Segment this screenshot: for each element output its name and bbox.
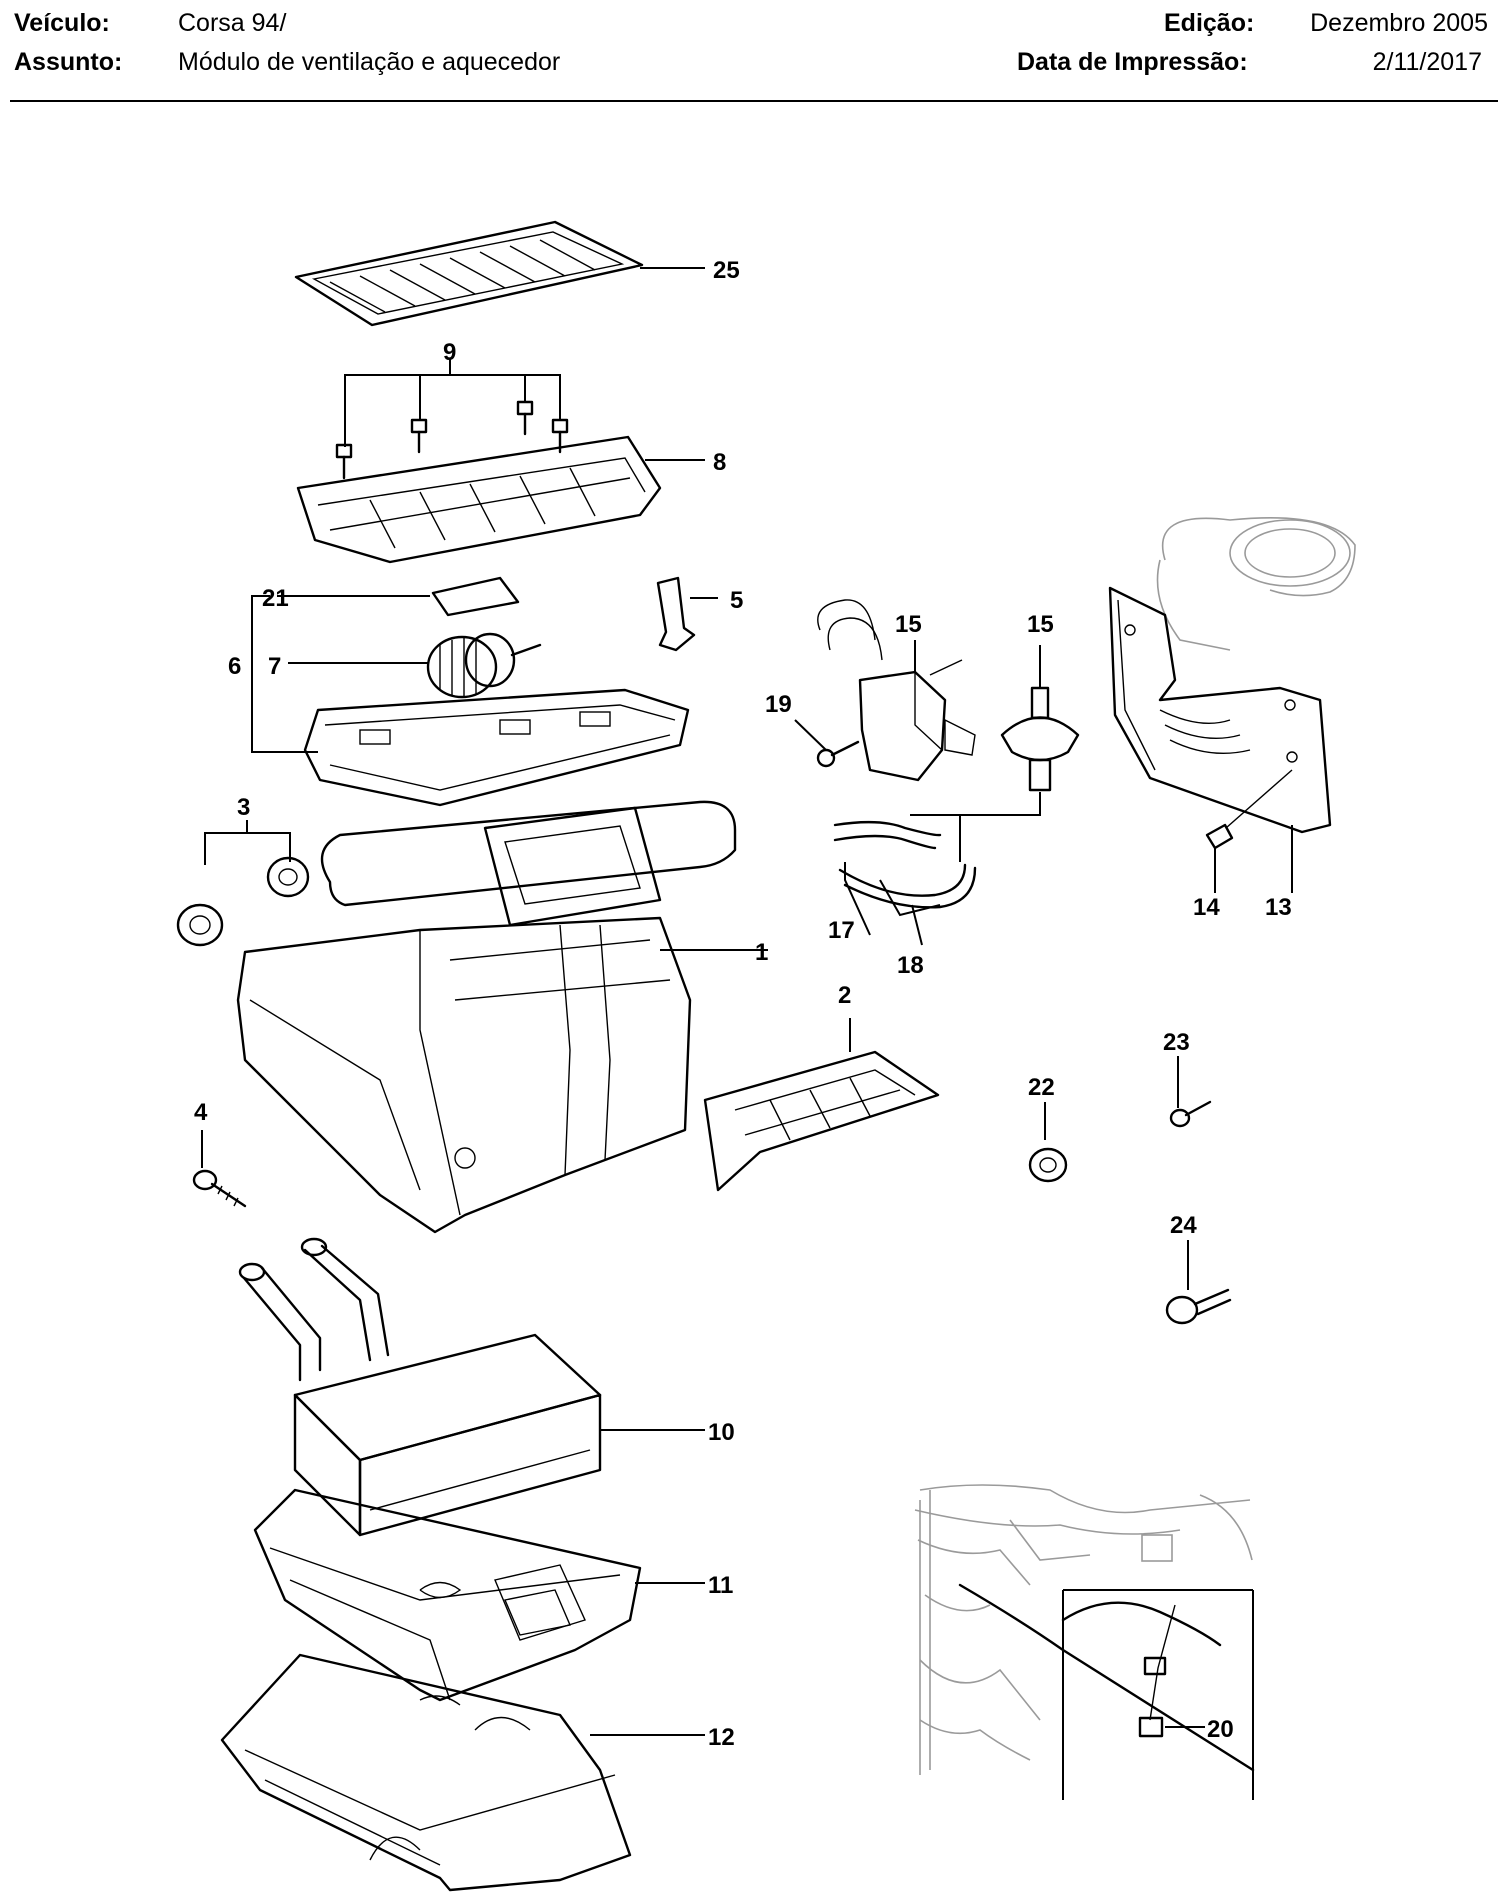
part-9-screws — [335, 358, 569, 480]
part-2-vent-grille — [703, 1018, 940, 1192]
callout-17: 17 — [828, 917, 855, 944]
print-date-label: Data de Impressão: — [1017, 48, 1248, 76]
callout-2: 2 — [838, 982, 851, 1009]
callout-1: 1 — [755, 939, 768, 966]
callout-15-actuator: 15 — [895, 611, 922, 638]
callout-15-sensor: 15 — [1027, 611, 1054, 638]
callout-24: 24 — [1170, 1212, 1197, 1239]
part-1-main-housing — [236, 800, 768, 1234]
part-6-blower-housing — [303, 688, 690, 807]
part-21-clip — [277, 576, 520, 617]
part-20-inset — [914, 1484, 1255, 1800]
callout-22: 22 — [1028, 1074, 1055, 1101]
callout-7: 7 — [268, 653, 281, 680]
part-14-clip — [1205, 769, 1293, 893]
callout-9: 9 — [443, 339, 456, 366]
part-24-bolt — [1165, 1240, 1232, 1325]
callout-25: 25 — [713, 257, 740, 284]
part-13-bracket — [1108, 517, 1356, 893]
subject-label: Assunto: — [14, 48, 123, 76]
edition-label: Edição: — [1164, 9, 1255, 37]
callout-labels: 25 9 8 21 6 7 5 15 15 19 3 1 17 18 14 13… — [194, 257, 1292, 1751]
vehicle-label: Veículo: — [14, 9, 110, 37]
part-15-actuator — [817, 599, 976, 782]
edition-value: Dezembro 2005 — [1310, 9, 1488, 37]
part-3-grommets — [176, 820, 310, 947]
callout-21: 21 — [262, 585, 289, 612]
callout-6: 6 — [228, 653, 241, 680]
part-12-bottom-cover — [220, 1653, 705, 1892]
part-8-upper-cover — [296, 435, 705, 564]
callout-3: 3 — [237, 794, 250, 821]
part-22-nut — [1028, 1102, 1068, 1183]
callout-11: 11 — [708, 1572, 733, 1599]
part-23-screw — [1169, 1056, 1212, 1128]
subject-value: Módulo de ventilação e aquecedor — [178, 48, 561, 76]
callout-20: 20 — [1207, 1716, 1234, 1743]
bracket-6 — [251, 595, 318, 753]
callout-8: 8 — [713, 449, 726, 476]
callout-14: 14 — [1193, 894, 1220, 921]
callout-18: 18 — [897, 952, 924, 979]
callout-10: 10 — [708, 1419, 735, 1446]
header-rule — [10, 100, 1498, 102]
part-17-18-hoses — [833, 815, 977, 946]
part-15-sensor — [910, 645, 1080, 816]
callout-13: 13 — [1265, 894, 1292, 921]
callout-19: 19 — [765, 691, 792, 718]
callout-4: 4 — [194, 1099, 208, 1126]
callout-23: 23 — [1163, 1029, 1190, 1056]
vehicle-value: Corsa 94/ — [178, 9, 287, 37]
print-date-value: 2/11/2017 — [1372, 48, 1482, 76]
part-19-screw — [794, 719, 860, 768]
part-10-heater-core — [238, 1237, 705, 1537]
part-4-bolt — [192, 1130, 247, 1208]
callout-12: 12 — [708, 1724, 735, 1751]
part-7-blower-motor — [288, 632, 542, 699]
callout-5: 5 — [730, 587, 743, 614]
part-25-filter — [294, 220, 705, 327]
part-5-flap — [656, 576, 718, 652]
part-11-lower-duct — [253, 1488, 705, 1702]
